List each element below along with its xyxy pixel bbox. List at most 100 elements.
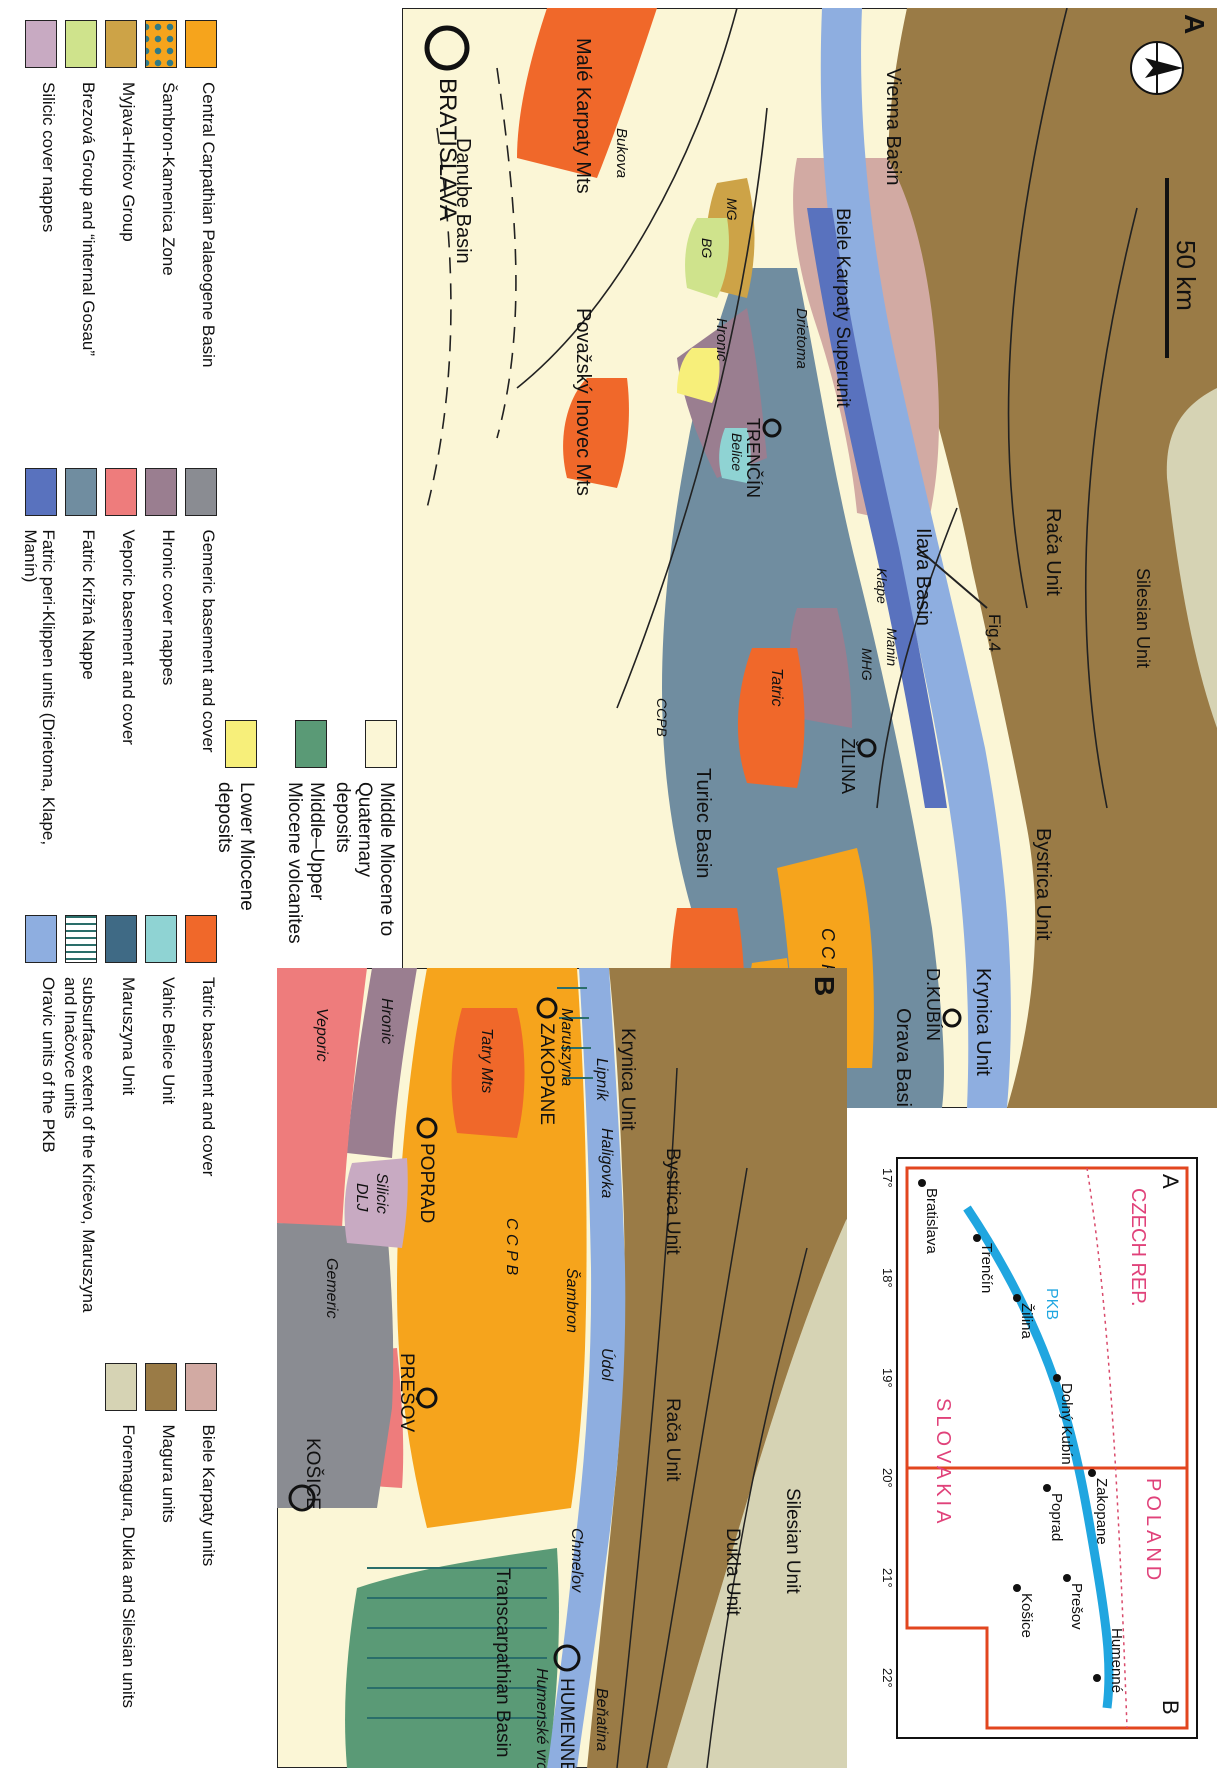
legend-swatch: [185, 467, 217, 516]
ccpb-b: [397, 968, 587, 1528]
legend-swatch: [105, 20, 137, 68]
gemeric-b: [277, 1223, 394, 1508]
poprad-marker: [416, 1117, 438, 1139]
legend-swatch: [185, 915, 217, 963]
inset-pkb: PKB: [1043, 1288, 1060, 1320]
legend-label: Middle Miocene to Quaternary deposits: [332, 782, 397, 937]
legend-item: Veporic basement and cover: [103, 467, 138, 886]
inset-city-zilina: Žilina: [1018, 1303, 1035, 1340]
manin-label: Manin: [884, 628, 900, 666]
inset-slovakia: SLOVAKIA: [932, 1398, 954, 1527]
legend-label: Biele Karpaty units: [199, 1424, 218, 1567]
legend-swatch: [25, 467, 57, 516]
gemeric-label-b: Gemeric: [323, 1258, 340, 1318]
klape-label: Klape: [874, 568, 890, 604]
legend-item: Brezová Group and “internal Gosau”: [63, 20, 98, 438]
inset-letter-b: B: [1158, 1700, 1183, 1715]
zakopane-marker: [536, 997, 558, 1019]
legend-units: Central Carpathian Palaeogene Basin Šambr…: [7, 20, 218, 1781]
legend-swatch: [185, 20, 217, 68]
legend-label: Silicic cover nappes: [39, 82, 58, 233]
lon-17: 17°: [880, 1168, 895, 1188]
benatina-label: Beňatina: [593, 1688, 610, 1751]
legend-label: Gemeric basement and cover: [199, 529, 218, 753]
legend-label: Central Carpathian Palaeogene Basin: [199, 82, 218, 368]
legend-item: Oravic units of the PKB: [23, 915, 58, 1333]
legend-label: Veporic basement and cover: [119, 529, 138, 745]
legend-label: Tatric basement and cover: [199, 977, 218, 1177]
veporic-b: [277, 968, 367, 1228]
map-panel-a: Fig.4 50 km A Vienna Basin Danube Basin …: [402, 8, 1217, 1108]
foremagura-b: [667, 1218, 847, 1768]
kosice-marker: [288, 1484, 316, 1512]
legend-item: Biele Karpaty units: [183, 1362, 218, 1781]
legend-item: Vahic Belice Unit: [143, 915, 178, 1333]
veporic-label-b: Veporic: [313, 1008, 330, 1062]
legend-item: Hronic cover nappes: [143, 467, 178, 886]
magura-units-area: [888, 8, 1217, 1108]
legend-swatch: [25, 20, 57, 68]
legend-item: Tatric basement and cover: [183, 915, 218, 1333]
legend-column: Gemeric basement and cover Hronic cover n…: [17, 467, 218, 886]
maruszyna-label-b: Maruszyna: [558, 1008, 575, 1086]
legend-item: Magura units: [143, 1362, 178, 1781]
udol-label: Údol: [598, 1348, 617, 1381]
poprad-label: POPRAD: [416, 1143, 437, 1223]
legend-swatch: [145, 1362, 177, 1411]
ccpb-small-label: CCPB: [654, 698, 670, 737]
legend-item: Middle Miocene to Quaternary deposits: [331, 720, 397, 950]
legend-swatch: [145, 915, 177, 963]
north-arrow-icon: [1130, 41, 1184, 95]
male-karpaty-label: Malé Karpaty Mts: [572, 38, 594, 194]
kosice-label: KOŠICE: [302, 1438, 324, 1510]
inset-city-poprad: Poprad: [1048, 1493, 1065, 1541]
mg-label: MG: [724, 198, 740, 221]
dukla-unit-b: Dukla Unit: [722, 1528, 743, 1616]
drietoma-label: Drietoma: [793, 308, 810, 369]
bystrica-unit-b: Bystrica Unit: [662, 1148, 683, 1255]
trencin-marker: [762, 418, 782, 438]
ilava-basin-label: Ilava Basin: [912, 528, 934, 626]
magura-b: [587, 968, 847, 1768]
legend-swatch: [65, 915, 97, 963]
silesian-unit-b: Silesian Unit: [782, 1488, 803, 1594]
legend-swatch: [65, 20, 97, 68]
inset-letter-a: A: [1158, 1174, 1183, 1189]
ccpb-label-b: C C P B: [503, 1218, 520, 1276]
dkubin-marker: [942, 1008, 962, 1028]
scale-label: 50 km: [1171, 240, 1201, 311]
dlj-label: DLJ: [353, 1183, 370, 1212]
dkubin-label: D.KUBÍN: [923, 968, 943, 1041]
krynica-unit-label: Krynica Unit: [972, 968, 994, 1076]
tatric-male-karpaty: [517, 8, 657, 178]
silicic-b: [344, 1158, 408, 1248]
zakopane-label: ZAKOPANE: [536, 1023, 557, 1125]
haligovka-label: Haligovka: [598, 1128, 615, 1198]
legend-label: Foremagura, Dukla and Silesian units: [119, 1424, 138, 1708]
legend-item: Foremagura, Dukla and Silesian units: [103, 1362, 138, 1781]
inset-city-trencin: Trenčín: [978, 1243, 995, 1293]
peri-klippen-belt: [807, 208, 947, 808]
lon-18: 18°: [880, 1268, 895, 1288]
bratislava-marker: [424, 25, 470, 71]
legend-label: Fatric Križná Nappe: [79, 529, 98, 680]
hronic-label-a: Hronic: [713, 318, 730, 362]
tatric-inovec: [563, 378, 629, 488]
legend-item: Fatric peri-Klippen units (Drietoma, Kla…: [21, 467, 58, 886]
silesian-unit-label: Silesian Unit: [1133, 568, 1153, 668]
legend-swatch: [25, 915, 57, 963]
legend-item: Fatric Križná Nappe: [63, 467, 98, 886]
legend-label: Šambron-Kamenica Zone: [159, 82, 178, 276]
inset-poland: POLAND: [1142, 1478, 1164, 1584]
inset-city-presov: Prešov: [1068, 1583, 1085, 1630]
pkb-b: [547, 968, 626, 1768]
biele-karpaty-label: Biele Karpaty Superunit: [832, 208, 853, 408]
inset-city-bratislava: Bratislava: [923, 1188, 940, 1255]
legend-swatch: [105, 1362, 137, 1411]
inset-city-zakopane: Zakopane: [1093, 1478, 1110, 1545]
legend-label: Brezová Group and “internal Gosau”: [79, 82, 98, 357]
location-inset-map: A B POLAND CZECH REP. SLOVAKIA PKB Brati…: [880, 1157, 1198, 1739]
lon-19: 19°: [880, 1368, 895, 1388]
inset-czech: CZECH REP.: [1127, 1188, 1149, 1307]
